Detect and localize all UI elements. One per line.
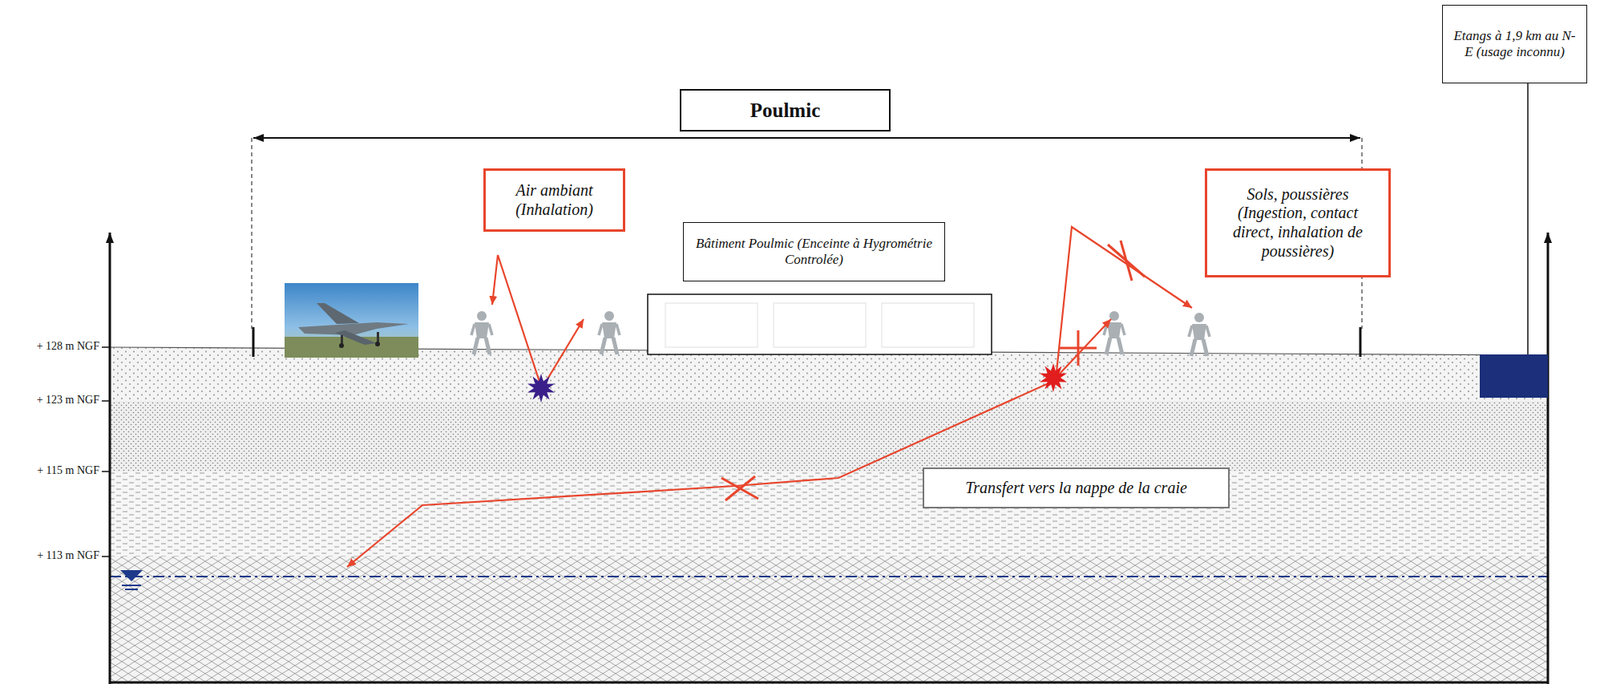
site-limit [1359,327,1362,357]
axis-ticks [101,347,110,557]
elevation-label: + 113 m NGF [4,549,100,562]
elevation-label: + 123 m NGF [4,393,100,407]
transfer-note-box: Transfert vers la nappe de la craie [922,467,1230,509]
pollution-source [1039,363,1067,392]
box-text: Sols, poussières (Ingestion, contact dir… [1216,185,1379,261]
box-text: Transfert vers la nappe de la craie [965,478,1188,498]
site-extent-arrow [253,137,1361,139]
elevation-axis [109,232,112,684]
site-title-box: Poulmic [679,88,891,132]
pond-note-box: Etangs à 1,9 km au N-E (usage inconnu) [1442,4,1588,84]
site-limit [251,137,253,329]
box-text: Air ambiant (Inhalation) [495,181,614,219]
building-note-box: Bâtiment Poulmic (Enceinte à Hygrométrie… [682,222,946,282]
water-table-symbol [125,588,138,590]
elevation-axis [1547,232,1550,684]
box-text: Bâtiment Poulmic (Enceinte à Hygrométrie… [693,235,935,268]
person-icon [471,311,493,355]
sand-layer [109,400,1548,472]
box-text: Etangs à 1,9 km au N-E (usage inconnu) [1452,28,1577,61]
site-limit [252,327,255,357]
person-icon [598,311,620,355]
water-table-symbol [120,569,143,582]
pond [1479,354,1548,398]
exposure-box: Sols, poussières (Ingestion, contact dir… [1204,168,1391,278]
exposure-box: Air ambiant (Inhalation) [483,168,626,232]
person-icon [1188,312,1210,356]
pond-leader [1527,83,1529,356]
box-text: Poulmic [750,98,821,123]
aircraft-photo [284,282,419,358]
marl-layer [109,471,1548,557]
pollution-source [527,373,555,403]
base-line [109,681,1548,684]
person-icon [1103,311,1125,355]
water-table [109,575,1548,578]
elevation-label: + 115 m NGF [4,464,100,477]
chalk-layer [109,556,1548,684]
elevation-label: + 128 m NGF [4,339,100,353]
water-table-symbol [121,584,142,586]
building [647,294,992,355]
